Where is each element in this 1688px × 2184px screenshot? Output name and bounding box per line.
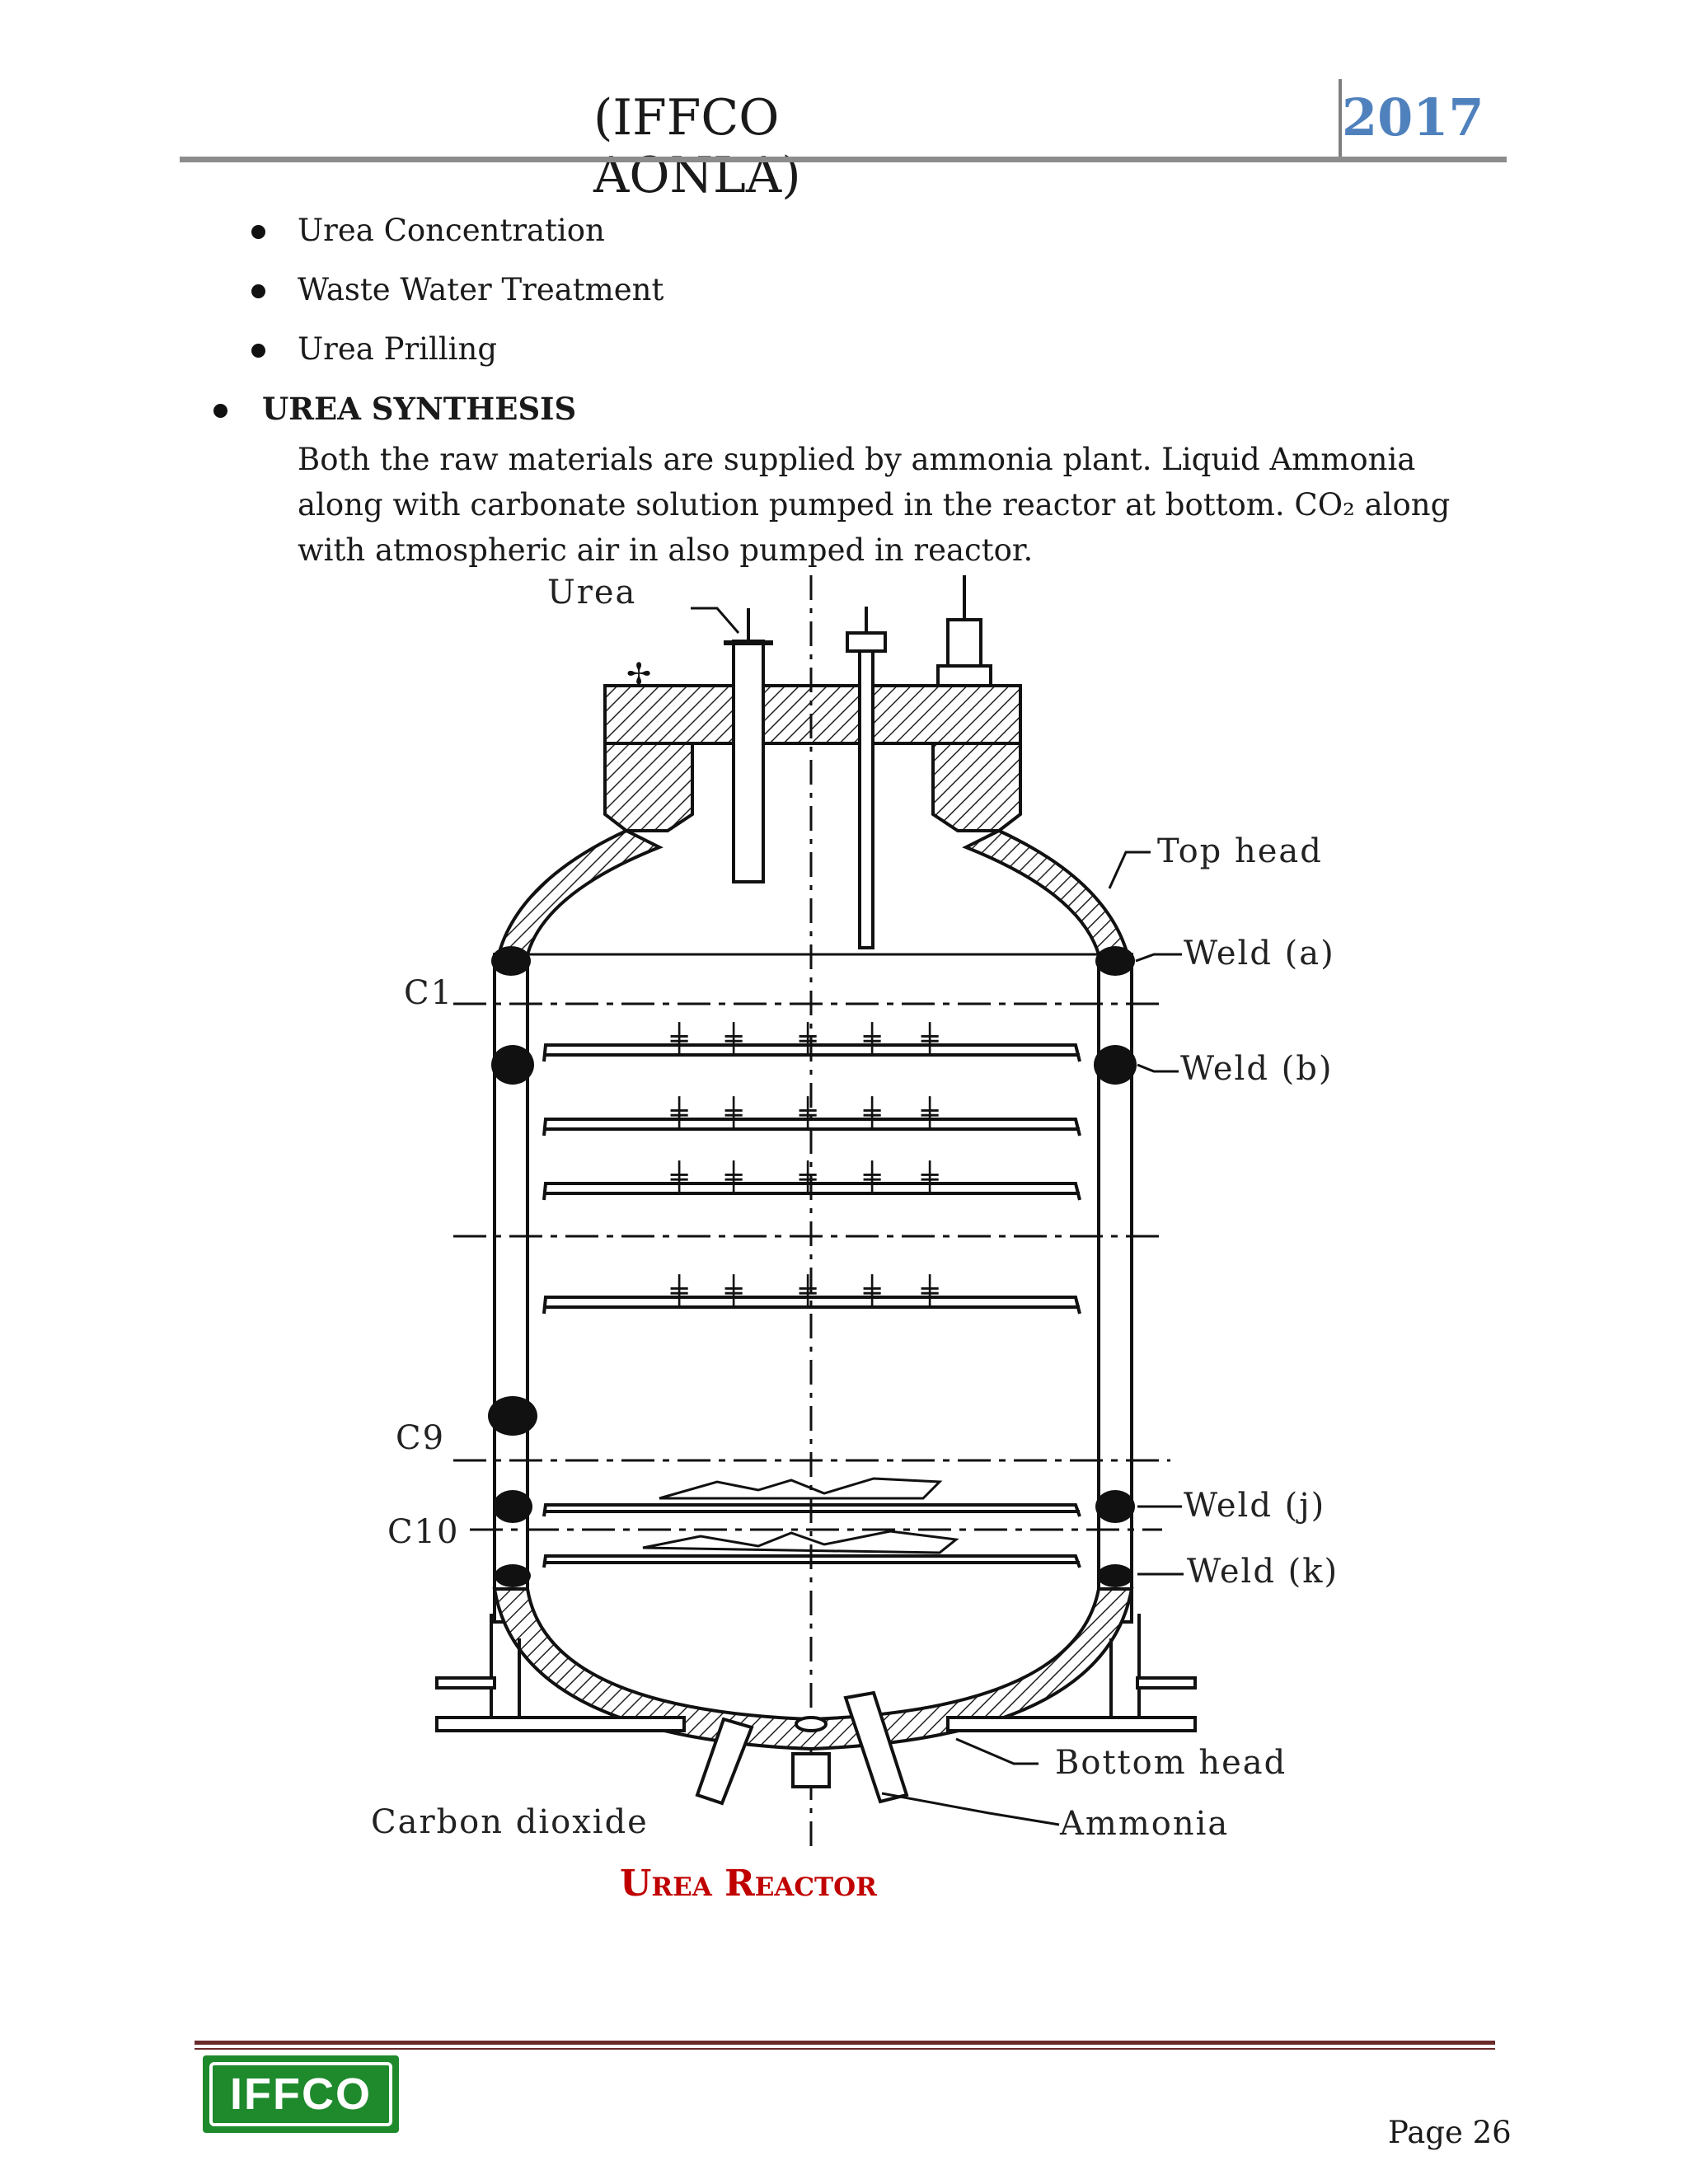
list-item: Waste Water Treatment xyxy=(298,272,664,307)
svg-text:╪: ╪ xyxy=(921,1160,939,1194)
header-divider xyxy=(1339,79,1342,160)
ammonia-nozzle xyxy=(843,1690,909,1804)
weld-j-right xyxy=(1095,1490,1135,1523)
packing-shapes xyxy=(642,1477,959,1554)
label-carbon-dioxide: Carbon dioxide xyxy=(371,1803,649,1841)
weld-b-left xyxy=(491,1045,534,1085)
label-c10: C10 xyxy=(387,1513,460,1551)
top-head-left xyxy=(496,828,663,956)
weld-b-right xyxy=(1094,1045,1137,1085)
svg-text:╪: ╪ xyxy=(670,1274,688,1308)
svg-text:╪: ╪ xyxy=(863,1022,881,1056)
top-flange xyxy=(603,684,1022,745)
label-weld-j: Weld (j) xyxy=(1184,1487,1325,1525)
footer-rule-thin xyxy=(195,2048,1495,2050)
vent-nozzle xyxy=(946,618,982,668)
label-ammonia: Ammonia xyxy=(1059,1805,1229,1843)
bullet-dot xyxy=(251,284,265,298)
label-top-head: Top head xyxy=(1157,832,1323,870)
bullet-dot xyxy=(213,404,227,418)
svg-text:╪: ╪ xyxy=(670,1022,688,1056)
svg-text:╪: ╪ xyxy=(670,1160,688,1194)
logo-text: IFFCO xyxy=(230,2069,372,2119)
header-rule xyxy=(180,157,1507,162)
svg-text:╪: ╪ xyxy=(724,1096,743,1130)
svg-text:╪: ╪ xyxy=(724,1274,743,1308)
bullet-dot xyxy=(251,225,265,239)
list-item: Urea Concentration xyxy=(298,213,605,248)
weld-c9-left xyxy=(488,1396,537,1436)
carbon-dioxide-nozzle xyxy=(695,1717,754,1806)
label-weld-k: Weld (k) xyxy=(1187,1553,1339,1591)
svg-text:╪: ╪ xyxy=(670,1096,688,1130)
svg-text:╪: ╪ xyxy=(799,1160,817,1194)
label-urea: Urea xyxy=(547,574,636,612)
figure-caption: Urea Reactor xyxy=(620,1863,877,1905)
drain-nozzle xyxy=(791,1752,831,1788)
svg-text:╪: ╪ xyxy=(863,1160,881,1194)
weld-a-right xyxy=(1095,946,1135,976)
svg-text:╪: ╪ xyxy=(863,1096,881,1130)
weld-k-right xyxy=(1097,1564,1133,1587)
header-year: 2017 xyxy=(1342,87,1484,148)
header-title: (IFFCO AONLA) xyxy=(593,89,801,204)
support-legs xyxy=(435,1614,1197,1732)
section-title: UREA SYNTHESIS xyxy=(262,391,577,427)
probe-nozzle xyxy=(858,641,874,949)
footer-rule xyxy=(195,2041,1495,2045)
flange-bolt-icon: ✢ xyxy=(626,658,651,691)
top-flange-neck-right xyxy=(931,742,1022,832)
bullet-dot xyxy=(251,344,265,358)
section-paragraph: Both the raw materials are supplied by a… xyxy=(298,442,1451,568)
page-number: Page 26 xyxy=(1388,2115,1512,2150)
sieve-trays xyxy=(542,1043,1081,1568)
top-flange-neck-left xyxy=(603,742,694,832)
weld-j-left xyxy=(493,1490,532,1523)
label-weld-a: Weld (a) xyxy=(1184,935,1335,972)
weld-a-left xyxy=(491,946,531,976)
label-c9: C9 xyxy=(396,1419,445,1457)
svg-text:╪: ╪ xyxy=(724,1022,743,1056)
label-c1: C1 xyxy=(404,974,453,1012)
tray-bolt-icons: ╪ ╪ ╪ ╪ ╪ ╪ ╪ ╪ ╪ ╪ ╪ ╪ ╪ ╪ ╪ ╪ ╪ ╪ ╪ ╪ xyxy=(670,1022,939,1308)
svg-text:╪: ╪ xyxy=(921,1274,939,1308)
svg-text:╪: ╪ xyxy=(799,1022,817,1056)
urea-outlet-nozzle xyxy=(732,640,765,883)
top-head-right xyxy=(962,828,1130,956)
svg-text:╪: ╪ xyxy=(921,1096,939,1130)
list-item: Urea Prilling xyxy=(298,331,498,367)
svg-text:╪: ╪ xyxy=(724,1160,743,1194)
urea-reactor-diagram: ✢ ╪ ╪ ╪ ╪ ╪ ╪ ╪ ╪ ╪ ╪ ╪ ╪ ╪ ╪ ╪ ╪ ╪ ╪ ╪ ╪ xyxy=(371,574,1339,1853)
iffco-logo: IFFCO xyxy=(203,2055,399,2133)
label-bottom-head: Bottom head xyxy=(1055,1744,1287,1782)
leader-lines xyxy=(691,607,1184,1826)
svg-text:╪: ╪ xyxy=(799,1096,817,1130)
svg-text:╪: ╪ xyxy=(799,1274,817,1308)
weld-k-left xyxy=(495,1564,531,1587)
label-weld-b: Weld (b) xyxy=(1180,1050,1333,1088)
svg-text:╪: ╪ xyxy=(863,1274,881,1308)
svg-text:╪: ╪ xyxy=(921,1022,939,1056)
